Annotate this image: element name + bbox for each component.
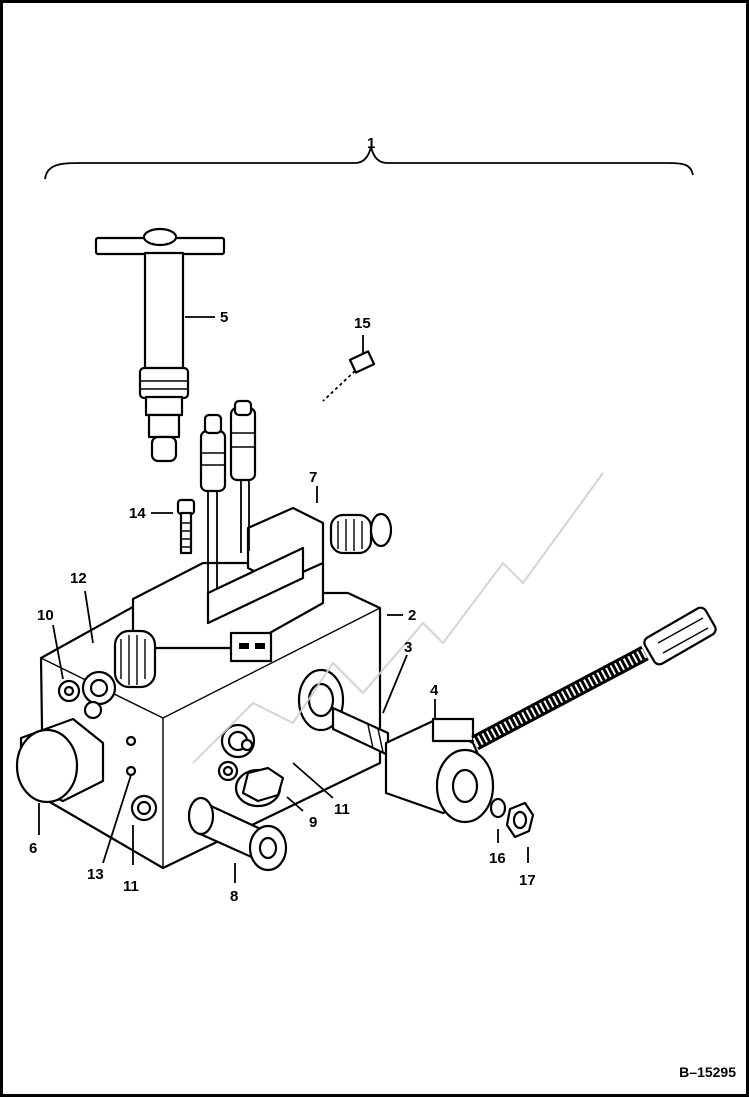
callout-16: 16: [489, 850, 506, 867]
callout-5: 5: [220, 309, 229, 326]
mounting-bolt: [176, 498, 196, 555]
left-fittings: [57, 670, 117, 720]
callout-15: 15: [354, 315, 371, 332]
cable-tie: [322, 350, 376, 402]
callout-8: 8: [230, 888, 239, 905]
callout-13: 13: [87, 866, 104, 883]
check-valve: [234, 766, 285, 808]
orifice-plugs: [217, 738, 254, 782]
t-handle-cartridge: [94, 227, 226, 463]
relief-valve: [187, 796, 288, 872]
leader-12: [84, 590, 94, 644]
callout-11-left: 11: [123, 878, 139, 895]
leader-11a: [292, 762, 334, 799]
leader-9: [286, 796, 304, 812]
callout-3: 3: [404, 639, 413, 656]
callout-7: 7: [309, 469, 318, 486]
leader-13: [102, 774, 132, 864]
assembly-brace: [44, 146, 694, 180]
callout-11-right: 11: [334, 801, 350, 818]
watermark: [192, 472, 604, 764]
callout-12: 12: [70, 570, 87, 587]
callout-10: 10: [37, 607, 54, 624]
callout-4: 4: [430, 682, 439, 699]
leader-3: [382, 654, 408, 714]
leader-10: [52, 624, 64, 680]
valve-assembly-drawing: [15, 146, 717, 883]
callout-9: 9: [309, 814, 318, 831]
solenoid-valve: [113, 506, 393, 689]
figure-id-label: B–15295: [679, 1064, 736, 1080]
coil: [384, 717, 495, 824]
plug: [15, 717, 105, 804]
coil-lead: [471, 606, 717, 751]
callout-6: 6: [29, 840, 38, 857]
valve-stem: [297, 668, 390, 757]
callout-17: 17: [519, 872, 536, 889]
callout-1: 1: [367, 135, 376, 152]
callout-14: 14: [129, 505, 146, 522]
callout-2: 2: [408, 607, 417, 624]
wire-harness: [199, 399, 257, 593]
o-ring: [489, 797, 507, 819]
